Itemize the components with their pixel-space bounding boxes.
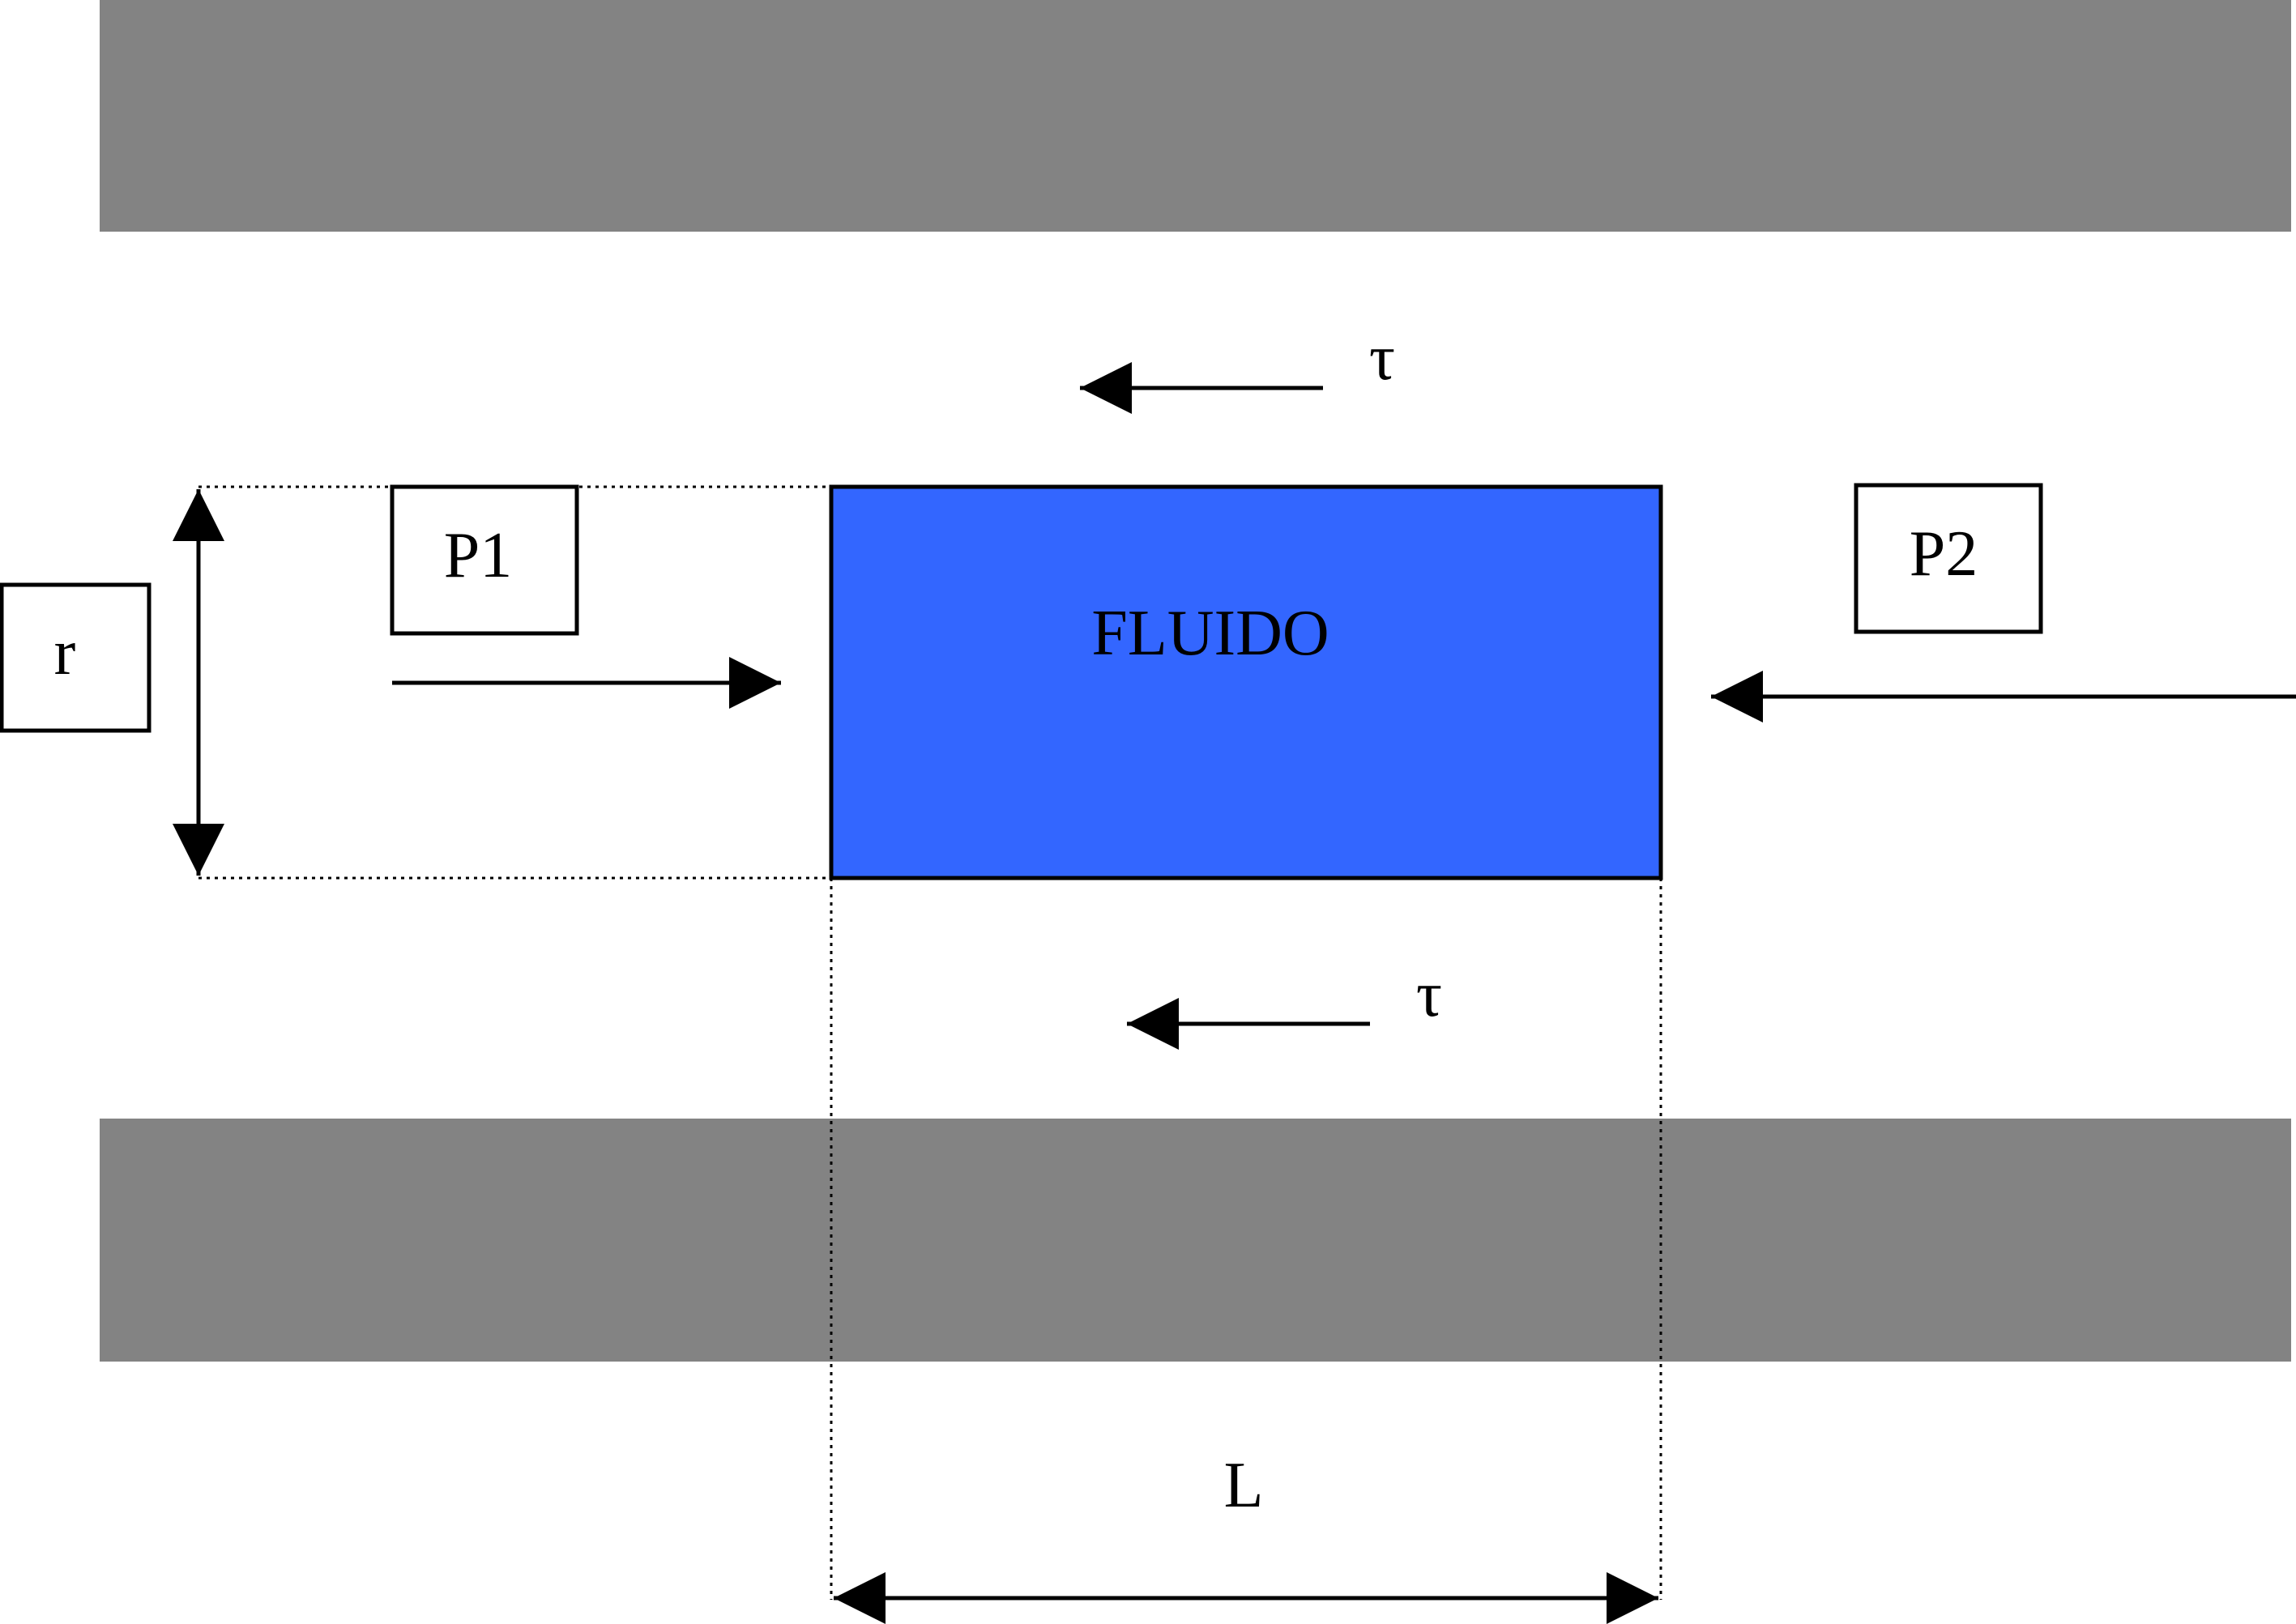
p1-label: P1	[444, 520, 513, 591]
p2-label: P2	[1910, 518, 1978, 590]
fluid-element	[829, 484, 1663, 880]
radius-label-box	[0, 582, 152, 733]
top-pipe-wall	[100, 0, 2291, 232]
shear-top-label: τ	[1369, 322, 1395, 394]
length-label: L	[1224, 1450, 1264, 1521]
fluid-label: FLUIDO	[1091, 598, 1329, 669]
shear-bottom-label: τ	[1416, 959, 1442, 1030]
radius-label: r	[54, 617, 76, 688]
p2-label-box	[1854, 483, 2043, 634]
p1-label-box	[390, 484, 579, 636]
bottom-pipe-wall	[100, 1119, 2291, 1362]
